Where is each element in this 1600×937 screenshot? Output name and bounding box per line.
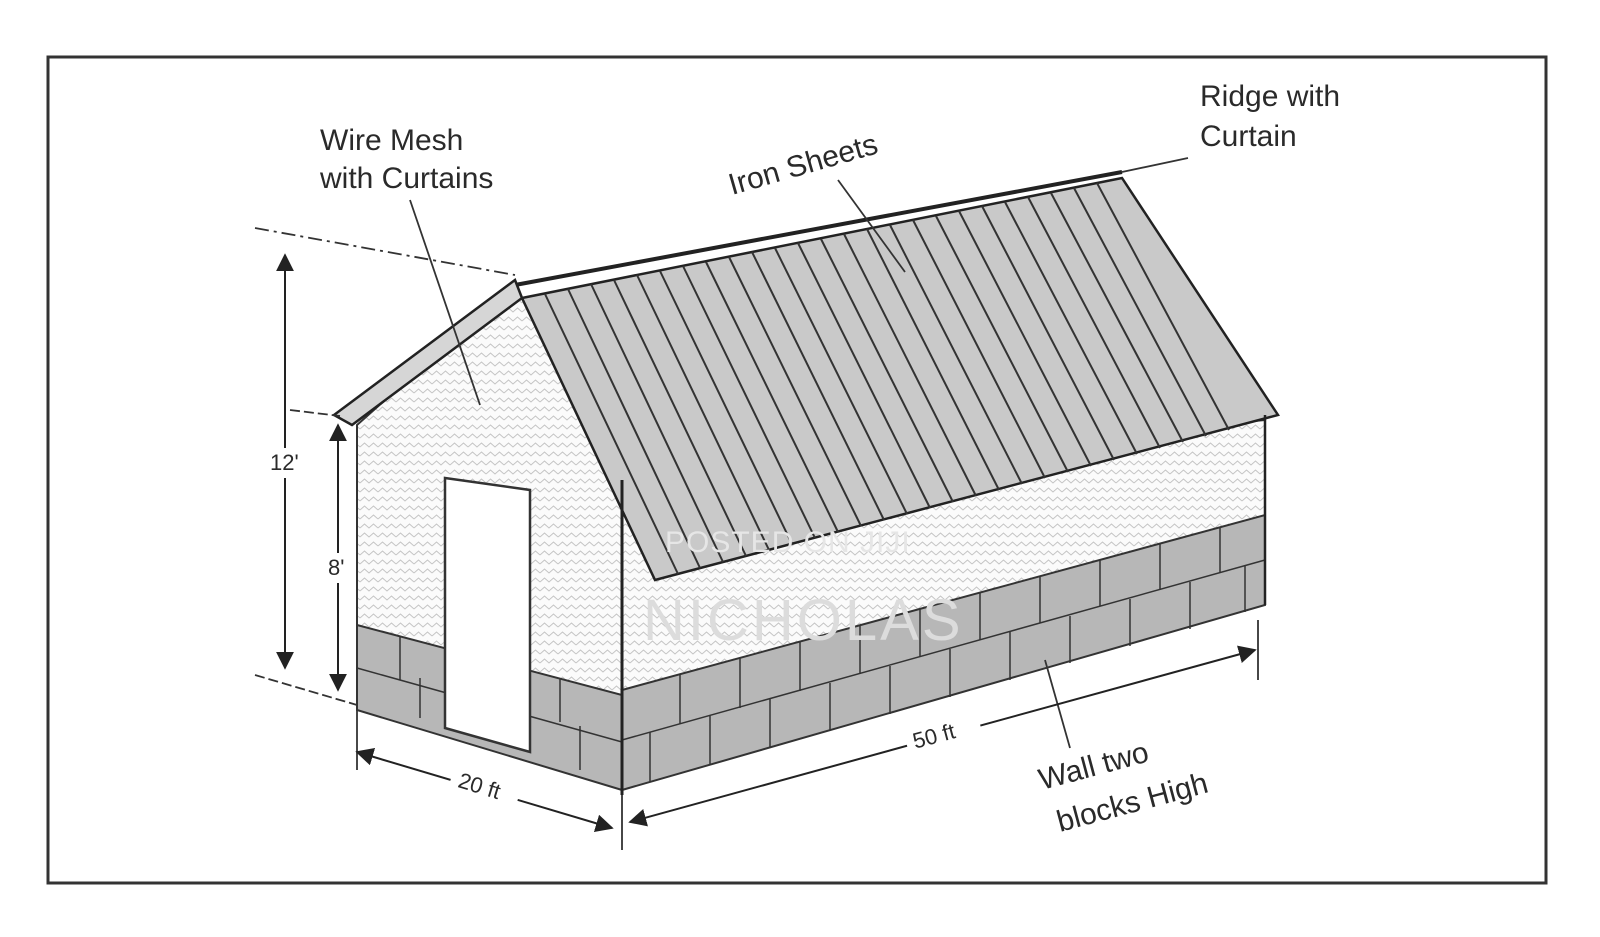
gable-roof-edge — [331, 278, 524, 427]
roof-corrugations — [544, 182, 1230, 575]
watermark-posted-on-jiji: POSTED ON JIJI — [665, 526, 911, 559]
label-ridge-1: Ridge with — [1200, 80, 1340, 113]
label-wire-mesh-1: Wire Mesh — [320, 124, 463, 157]
door — [443, 476, 532, 754]
dim-wall-height: 8' — [328, 555, 344, 580]
roof-ridge — [514, 170, 1123, 287]
label-ridge-2: Curtain — [1200, 120, 1297, 153]
roof-iron-sheets — [520, 176, 1280, 582]
watermark-seller-name: NICHOLAS — [643, 588, 964, 653]
dim-total-height: 12' — [270, 450, 299, 475]
leader-lines — [254, 157, 1259, 850]
label-wire-mesh-2: with Curtains — [319, 162, 493, 195]
